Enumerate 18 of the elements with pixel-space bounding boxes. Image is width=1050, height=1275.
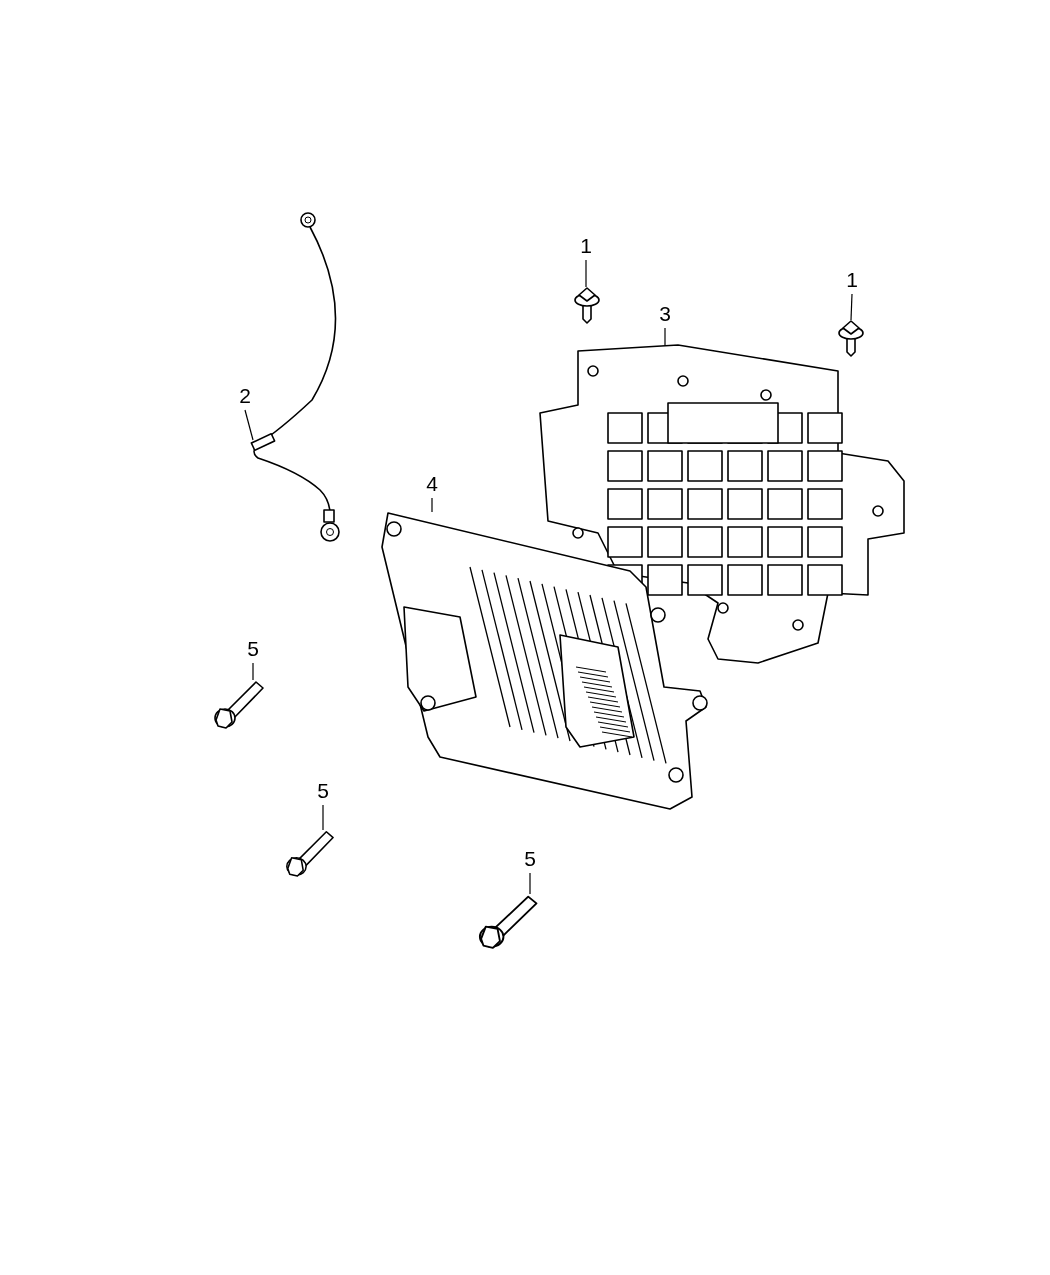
leader-line (322, 804, 324, 831)
screw-drawing (838, 318, 864, 356)
leader-line (529, 872, 531, 895)
leader-line (252, 662, 254, 681)
leader-line (431, 497, 433, 513)
screw-drawing (574, 285, 600, 323)
callout-number: 3 (655, 302, 675, 326)
leader-line (664, 327, 666, 347)
callout-number: 1 (576, 234, 596, 258)
callout-number: 4 (422, 472, 442, 496)
leader-line (850, 293, 853, 321)
callout-number: 5 (313, 779, 333, 803)
callout-number: 2 (235, 384, 255, 408)
leader-line (585, 259, 587, 288)
callout-number: 1 (842, 268, 862, 292)
leader-line (244, 409, 254, 441)
callout-number: 5 (243, 637, 263, 661)
callout-number: 5 (520, 847, 540, 871)
